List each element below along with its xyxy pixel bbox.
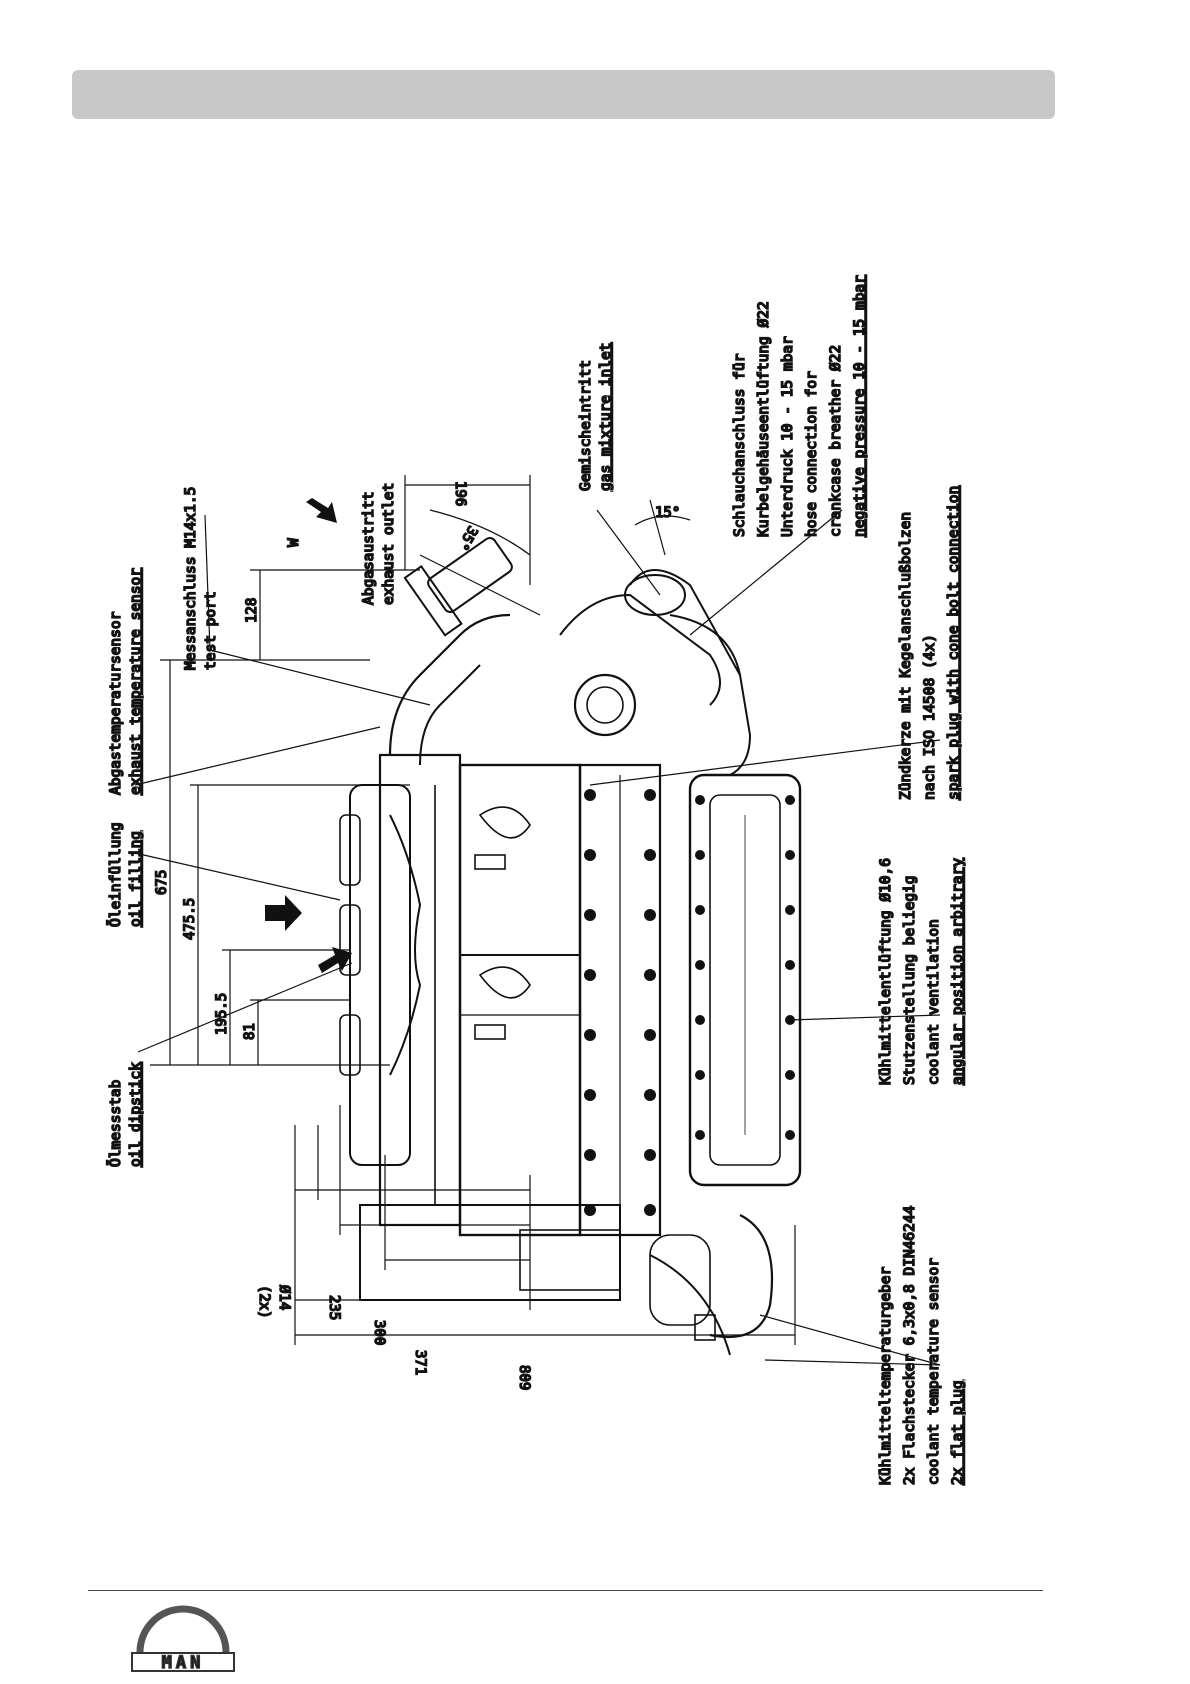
callout-gas-mixture-inlet: Gemischeintritt gas mixture inlet: [577, 342, 615, 492]
footer-rule: [88, 1590, 1043, 1591]
svg-text:2x flat plug: 2x flat plug: [950, 1380, 966, 1485]
svg-text:oil filling: oil filling: [128, 831, 144, 927]
svg-text:475.5: 475.5: [182, 898, 198, 940]
svg-text:300: 300: [371, 1320, 387, 1345]
man-logo-icon: MAN: [131, 1605, 235, 1674]
svg-text:675: 675: [154, 870, 170, 895]
svg-text:196: 196: [452, 481, 468, 506]
svg-text:809: 809: [516, 1365, 532, 1390]
header-band: [72, 70, 1055, 119]
svg-text:Messanschluss M14x1.5: Messanschluss M14x1.5: [183, 487, 199, 670]
svg-text:235: 235: [326, 1295, 342, 1320]
svg-text:Zündkerze mit Kegelanschlußbol: Zündkerze mit Kegelanschlußbolzen: [898, 512, 914, 800]
callout-coolant-ventilation: Kühlmittelentlüftung Ø10,6 Stutzenstellu…: [877, 857, 967, 1086]
svg-text:Gemischeintritt: Gemischeintritt: [578, 360, 594, 491]
svg-text:35°: 35°: [454, 523, 481, 553]
svg-text:Öleinfüllung: Öleinfüllung: [106, 822, 124, 927]
svg-text:371: 371: [412, 1350, 428, 1375]
leader-lines: [134, 509, 941, 1366]
svg-text:Abgastemperatursensor: Abgastemperatursensor: [108, 611, 124, 795]
callout-spark-plug: Zündkerze mit Kegelanschlußbolzen nach I…: [897, 485, 963, 801]
svg-text:Ölmessstab: Ölmessstab: [106, 1080, 124, 1167]
svg-text:Kühlmitteltemperaturgeber: Kühlmitteltemperaturgeber: [878, 1266, 894, 1485]
callout-oil-dipstick: Ölmessstab oil dipstick: [105, 1061, 145, 1168]
svg-text:exhaust temperature sensor: exhaust temperature sensor: [128, 568, 144, 795]
oil-filling-arrow-icon: [265, 895, 302, 931]
svg-text:nach ISO 14508 (4x): nach ISO 14508 (4x): [922, 634, 938, 800]
callout-exhaust-temp-sensor: Abgastemperatursensor exhaust temperatur…: [107, 567, 145, 796]
callout-exhaust-outlet: Abgasaustritt exhaust outlet: [360, 482, 398, 606]
engine-body: [339, 537, 802, 1356]
svg-text:crankcase breather Ø22: crankcase breather Ø22: [828, 345, 844, 537]
dipstick-arrow-icon: [318, 947, 352, 973]
dimension-labels: 675 475.5 195.5 81 128 196 35° 15° Ø14 (…: [153, 480, 681, 1391]
svg-text:coolant temperature sensor: coolant temperature sensor: [926, 1258, 942, 1485]
callout-test-port: Messanschluss M14x1.5 test port: [182, 486, 220, 671]
svg-text:Abgasaustritt: Abgasaustritt: [361, 492, 377, 606]
svg-text:Kurbelgehäuseentlüftung Ø22: Kurbelgehäuseentlüftung Ø22: [756, 301, 772, 537]
svg-text:(2x): (2x): [256, 1285, 272, 1319]
callout-crankcase-breather: Schlauchanschluss für Kurbelgehäuseentlü…: [731, 274, 869, 538]
logo-text: MAN: [162, 1653, 205, 1673]
svg-text:81: 81: [242, 1023, 258, 1040]
svg-text:195.5: 195.5: [214, 993, 230, 1035]
svg-text:Unterdruck 10 - 15 mbar: Unterdruck 10 - 15 mbar: [780, 336, 796, 537]
svg-text:spark plug with cone bolt conn: spark plug with cone bolt connection: [946, 486, 962, 800]
view-arrow-icon: [306, 498, 337, 523]
svg-text:negative pressure 10 - 15 mbar: negative pressure 10 - 15 mbar: [852, 275, 868, 537]
svg-text:test port: test port: [203, 591, 219, 670]
svg-text:Kühlmittelentlüftung Ø10,6: Kühlmittelentlüftung Ø10,6: [878, 858, 894, 1085]
svg-text:2x Flachstecker 6,3x0,8 DIN462: 2x Flachstecker 6,3x0,8 DIN46244: [902, 1205, 918, 1485]
svg-text:exhaust outlet: exhaust outlet: [381, 483, 397, 605]
svg-text:hose connection for: hose connection for: [804, 371, 820, 537]
svg-text:15°: 15°: [655, 505, 680, 521]
svg-text:oil dipstick: oil dipstick: [128, 1062, 144, 1167]
svg-text:128: 128: [244, 598, 260, 623]
view-marker-w: W: [286, 538, 302, 547]
svg-text:angular position arbitrary: angular position arbitrary: [950, 858, 966, 1085]
callout-coolant-temp-sensor: Kühlmitteltemperaturgeber 2x Flachstecke…: [877, 1205, 967, 1486]
svg-text:Stutzenstellung beliegig: Stutzenstellung beliegig: [902, 875, 918, 1085]
engine-technical-drawing: Ölmessstab oil dipstick Öleinfüllung oil…: [105, 274, 967, 1486]
svg-text:Schlauchanschluss für: Schlauchanschluss für: [732, 353, 748, 537]
svg-text:coolant ventilation: coolant ventilation: [926, 919, 942, 1085]
dimension-lines: [150, 475, 796, 1345]
svg-text:Ø14: Ø14: [276, 1285, 292, 1310]
callout-oil-filling: Öleinfüllung oil filling: [105, 821, 145, 927]
svg-text:gas mixture inlet: gas mixture inlet: [598, 343, 614, 491]
